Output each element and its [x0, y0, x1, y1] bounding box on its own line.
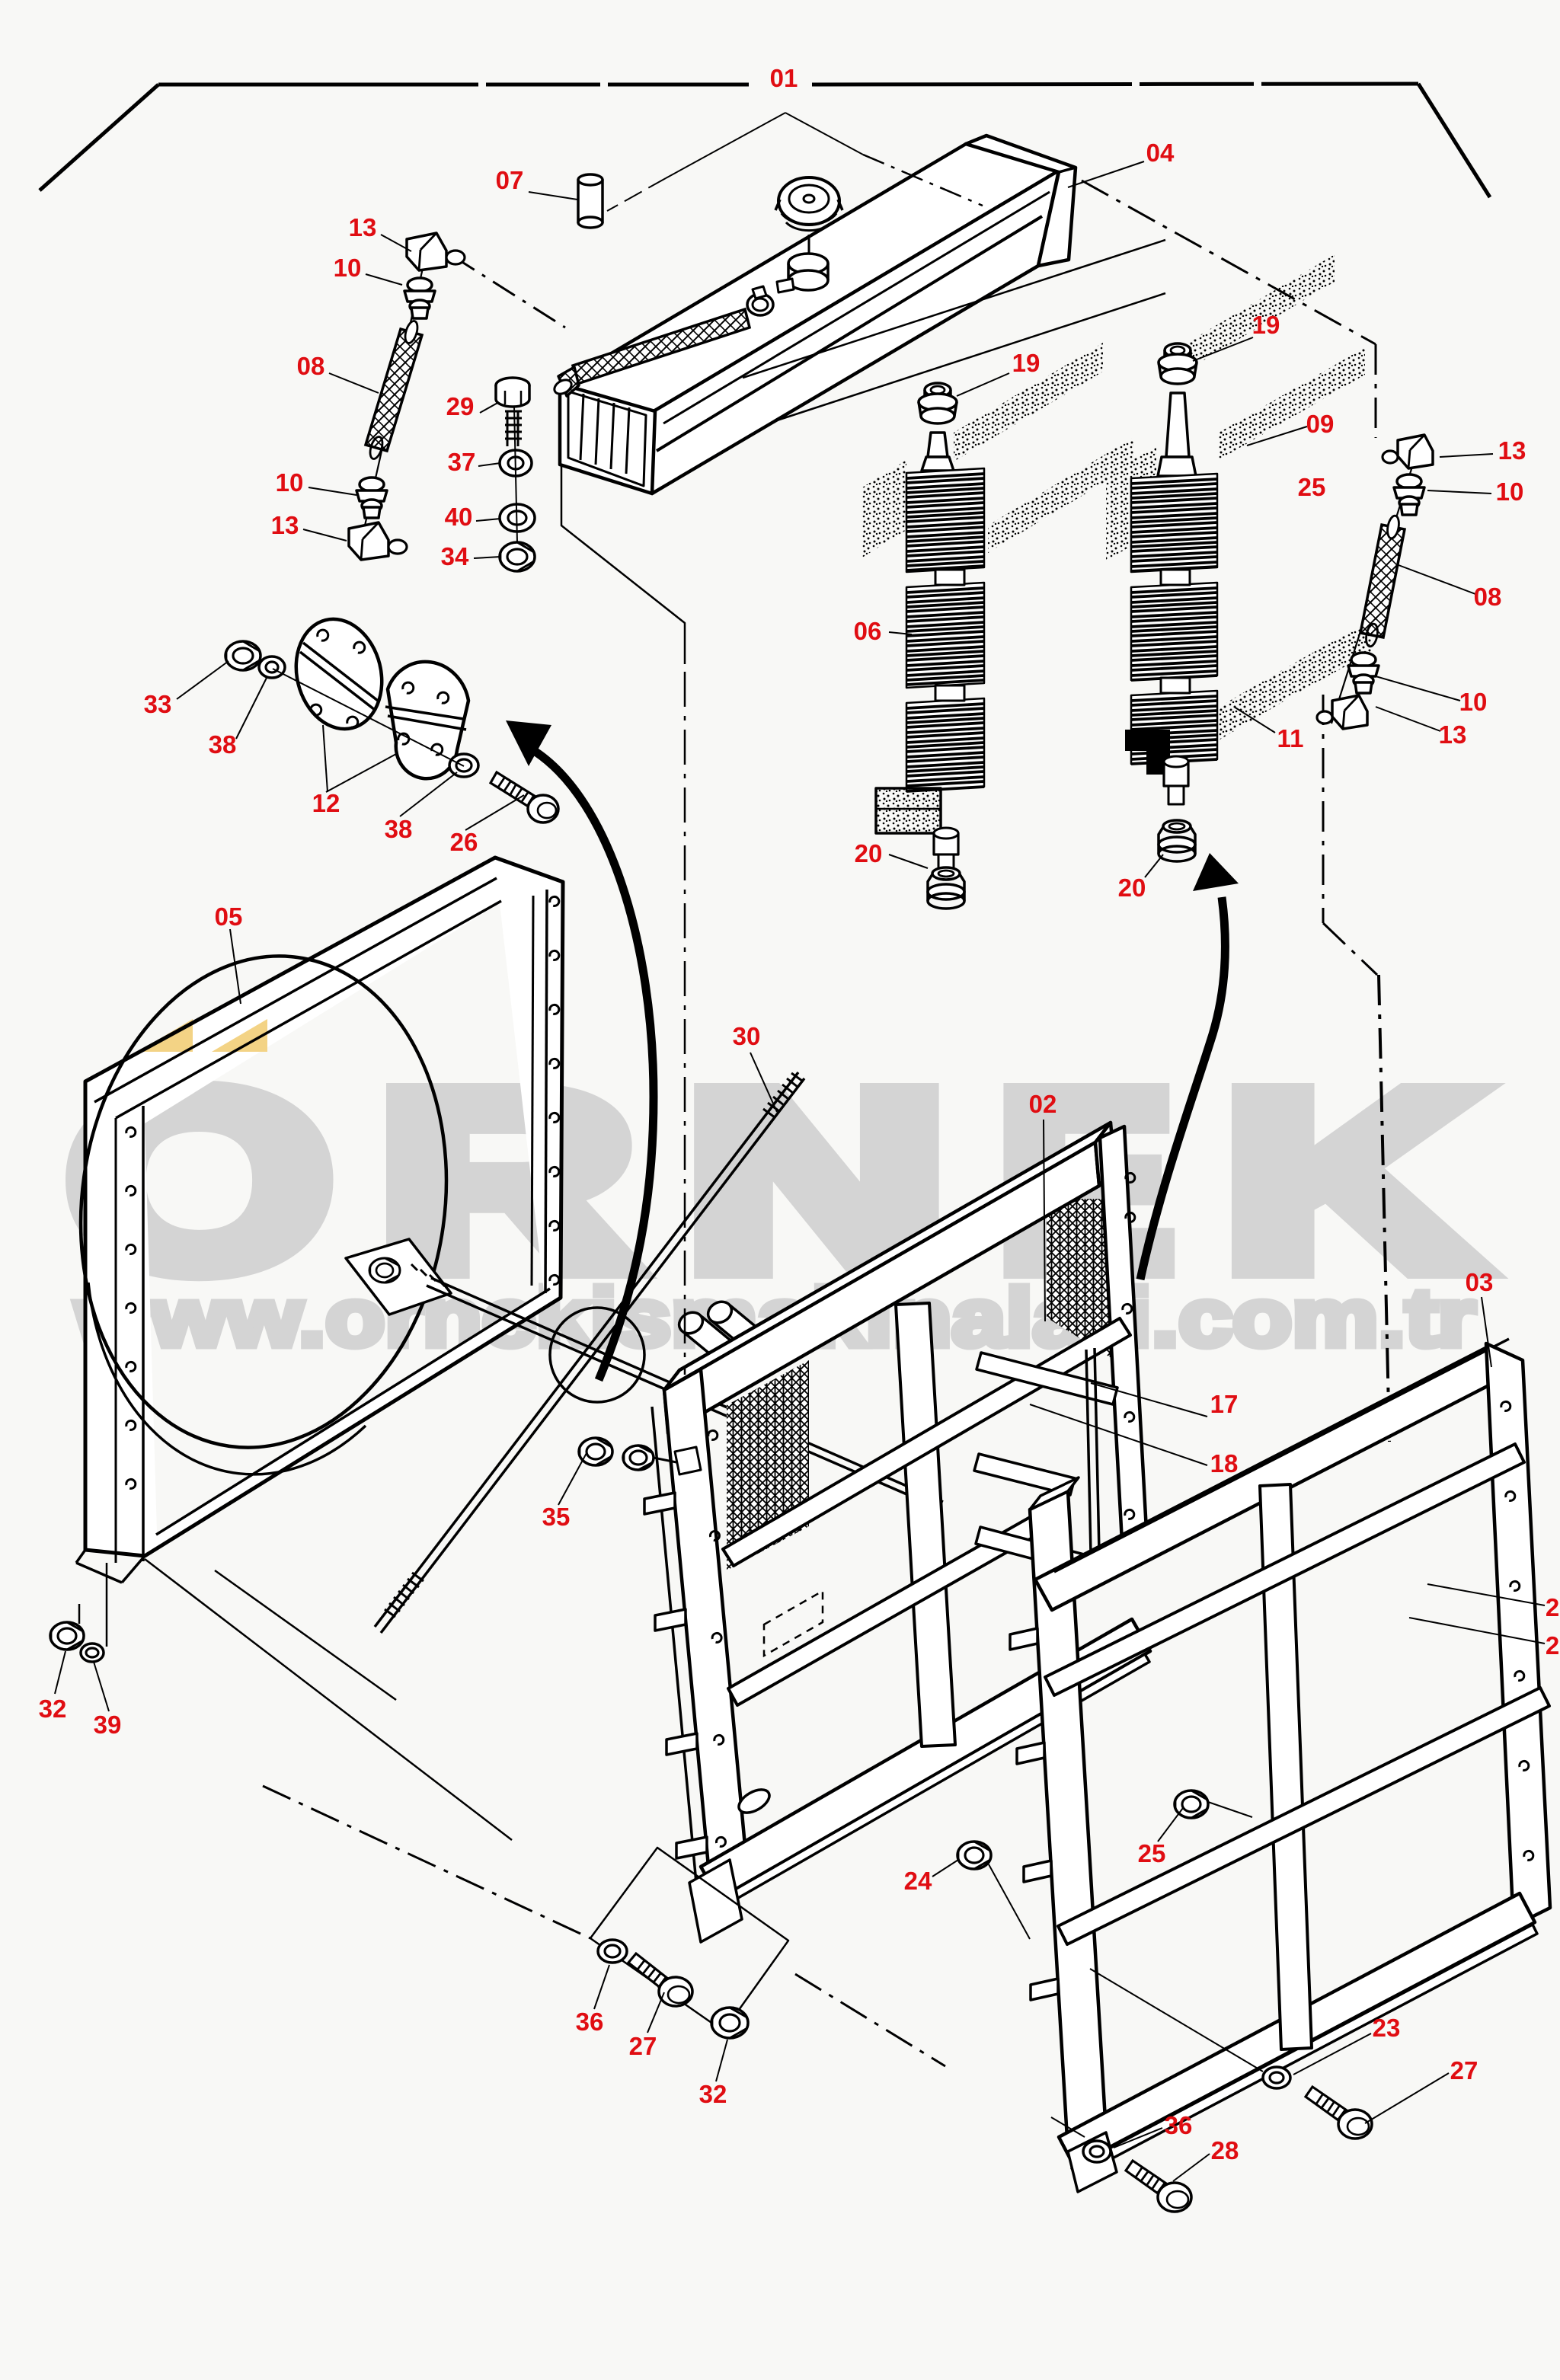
svg-text:26: 26 — [450, 828, 478, 856]
svg-text:38: 38 — [385, 815, 413, 843]
svg-text:39: 39 — [94, 1711, 122, 1739]
svg-text:17: 17 — [1210, 1390, 1239, 1418]
svg-text:10: 10 — [334, 254, 362, 282]
svg-text:36: 36 — [576, 2008, 604, 2036]
svg-text:40: 40 — [445, 503, 473, 531]
svg-text:19: 19 — [1252, 311, 1280, 339]
svg-text:29: 29 — [446, 392, 475, 420]
svg-text:K: K — [1224, 1040, 1478, 1321]
svg-text:20: 20 — [855, 839, 883, 867]
svg-text:07: 07 — [496, 166, 524, 194]
svg-text:01: 01 — [770, 64, 798, 92]
svg-text:33: 33 — [144, 690, 172, 718]
svg-text:13: 13 — [1498, 436, 1526, 465]
svg-text:03: 03 — [1466, 1268, 1494, 1296]
svg-text:27: 27 — [629, 2032, 657, 2060]
svg-text:08: 08 — [297, 352, 325, 380]
svg-text:06: 06 — [854, 617, 882, 645]
svg-text:25: 25 — [1298, 473, 1326, 501]
svg-text:25: 25 — [1138, 1839, 1166, 1867]
svg-text:09: 09 — [1306, 410, 1335, 438]
svg-text:04: 04 — [1146, 139, 1175, 167]
svg-text:10: 10 — [1459, 688, 1488, 716]
svg-text:13: 13 — [349, 213, 377, 241]
svg-text:20: 20 — [1118, 874, 1146, 902]
svg-text:32: 32 — [39, 1695, 67, 1723]
svg-text:13: 13 — [271, 511, 299, 539]
svg-text:12: 12 — [312, 789, 340, 817]
svg-text:23: 23 — [1373, 2014, 1401, 2042]
svg-text:10: 10 — [1496, 478, 1524, 506]
svg-text:36: 36 — [1165, 2111, 1193, 2139]
svg-text:34: 34 — [441, 542, 469, 570]
svg-text:18: 18 — [1210, 1449, 1239, 1478]
svg-text:10: 10 — [276, 468, 304, 497]
svg-text:28: 28 — [1211, 2136, 1239, 2164]
svg-text:30: 30 — [733, 1022, 761, 1050]
svg-text:05: 05 — [215, 902, 243, 931]
svg-text:37: 37 — [448, 448, 476, 476]
svg-text:38: 38 — [209, 730, 237, 759]
svg-text:24: 24 — [904, 1867, 932, 1895]
svg-text:02: 02 — [1029, 1090, 1057, 1118]
svg-text:32: 32 — [699, 2080, 727, 2108]
svg-text:11: 11 — [1277, 724, 1304, 752]
svg-text:35: 35 — [542, 1503, 571, 1531]
svg-text:N: N — [686, 1040, 947, 1321]
svg-text:2: 2 — [1546, 1593, 1559, 1621]
svg-text:27: 27 — [1450, 2056, 1478, 2084]
svg-text:13: 13 — [1439, 720, 1467, 749]
svg-text:2: 2 — [1546, 1631, 1559, 1660]
svg-text:08: 08 — [1474, 583, 1502, 611]
svg-text:19: 19 — [1012, 349, 1041, 377]
